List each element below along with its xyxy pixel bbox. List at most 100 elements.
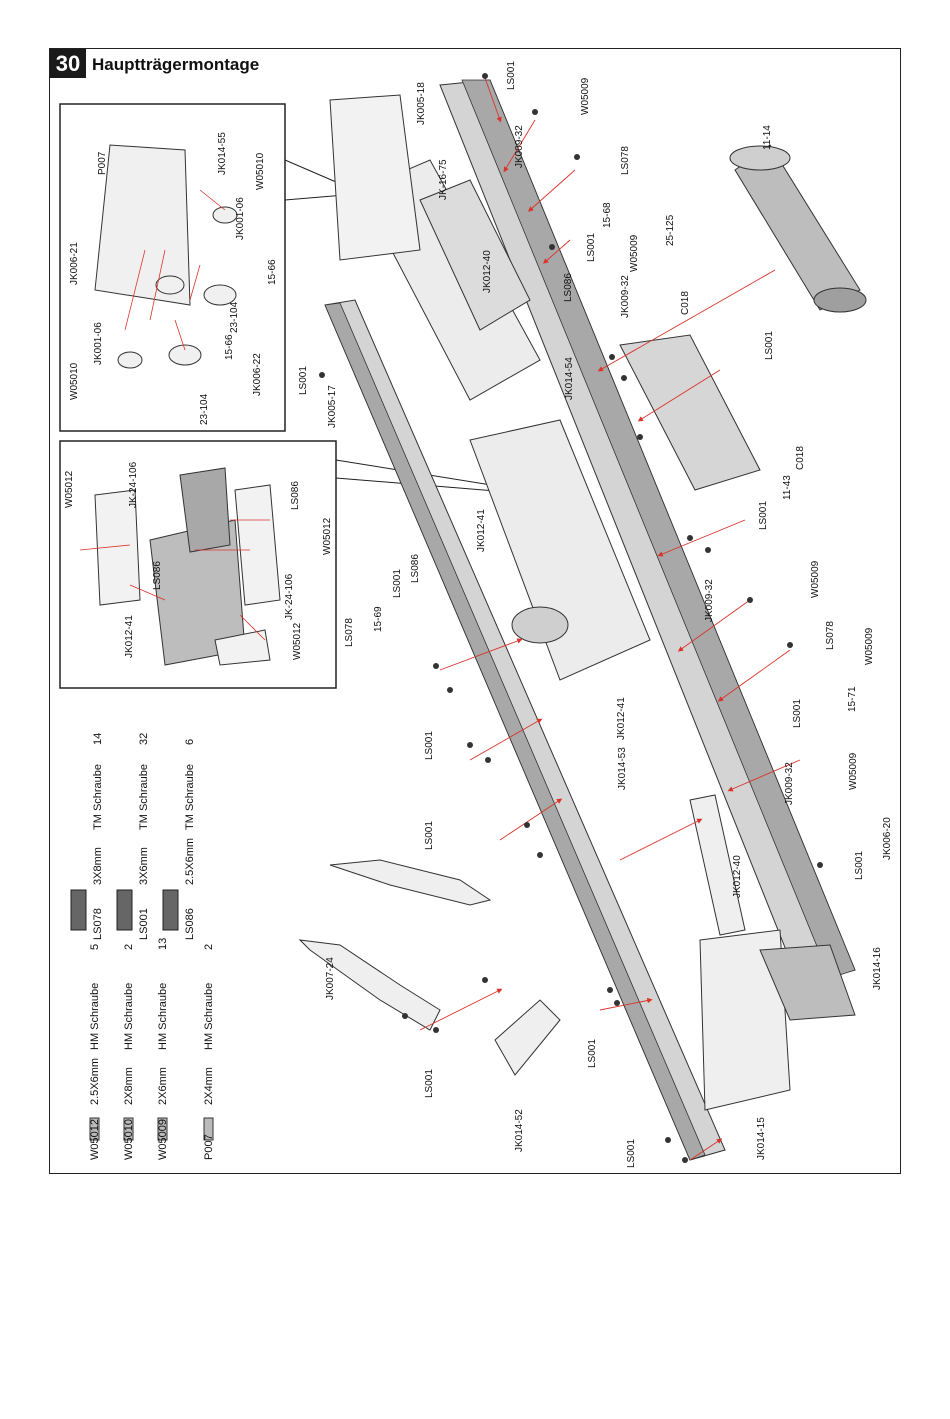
part-label: W05009	[848, 752, 859, 790]
part-label: LS001	[764, 331, 775, 360]
part-label: LS001	[792, 699, 803, 728]
part-label: LS001	[626, 1139, 637, 1168]
inset-label: W05010	[69, 362, 80, 400]
part-label: C018	[680, 291, 691, 315]
part-label: 11-43	[782, 475, 793, 500]
inset-label: 15-66	[267, 259, 278, 285]
part-label: JK012-40	[732, 855, 743, 898]
legend-type: HM Schraube	[123, 983, 135, 1050]
inset-top-bracket	[94, 144, 238, 369]
inset-label: JK006-22	[252, 353, 263, 396]
part-label: JK014-54	[564, 357, 575, 400]
part-label: JK012-41	[476, 509, 487, 552]
part-label: LS001	[506, 61, 517, 90]
part-label: LS086	[563, 273, 574, 302]
part-label: JK005-18	[416, 82, 427, 125]
part-label: JK014-53	[617, 747, 628, 790]
part-label: LS001	[298, 366, 309, 395]
part-label: JK005-17	[327, 385, 338, 428]
part-label: LS001	[392, 569, 403, 598]
legend-code: W05009	[157, 1119, 169, 1160]
inset-label: W05010	[255, 152, 266, 190]
part-label: JK012-40	[482, 250, 493, 293]
legend-qty: 6	[184, 739, 196, 745]
part-label: LS001	[424, 1069, 435, 1098]
inset-label: W05012	[322, 517, 333, 555]
main-frame-rails	[324, 79, 856, 1161]
part-label: JK009-32	[514, 125, 525, 168]
part-label: W05009	[810, 560, 821, 598]
part-label: LS086	[410, 554, 421, 583]
legend-type: HM Schraube	[203, 983, 215, 1050]
legend-code: LS078	[92, 908, 104, 940]
part-label: 25-125	[665, 214, 676, 246]
part-label: LS078	[620, 146, 631, 175]
legend-size: 2.5X6mm	[89, 1058, 101, 1105]
legend-size: 2X8mm	[123, 1067, 135, 1105]
inset-bottom-guides	[79, 519, 270, 641]
inset-label: W05012	[292, 622, 303, 660]
part-label: W05009	[580, 77, 591, 115]
part-label: JK014-15	[756, 1117, 767, 1160]
inset-label: JK001-06	[93, 322, 104, 365]
part-label: JK006-20	[882, 817, 893, 860]
step-frame	[49, 48, 901, 1174]
screw-icon	[162, 889, 179, 931]
legend-type: HM Schraube	[89, 983, 101, 1050]
inset-label: JK-24-106	[284, 573, 295, 620]
legend-qty: 13	[157, 938, 169, 950]
inset-label: LS086	[152, 561, 163, 590]
part-label: W05009	[629, 234, 640, 272]
legend-type: HM Schraube	[157, 983, 169, 1050]
screw-icon	[157, 1117, 168, 1141]
step-title: Hauptträgermontage	[92, 55, 260, 74]
part-label: JK009-32	[704, 579, 715, 622]
part-label: 15-71	[847, 686, 858, 712]
legend-size: 3X6mm	[138, 847, 150, 885]
legend-qty: 14	[92, 733, 104, 745]
part-label: LS001	[758, 501, 769, 530]
inset-label: JK012-41	[124, 615, 135, 658]
part-label: JK007-24	[325, 957, 336, 1000]
inset-label: W05012	[64, 470, 75, 508]
part-label: JK009-32	[784, 762, 795, 805]
screw-icon	[203, 1117, 214, 1141]
inset-label: JK001-06	[235, 197, 246, 240]
part-label: JK-16-75	[438, 159, 449, 200]
part-label: JK012-41	[616, 697, 627, 740]
part-label: 15-69	[373, 606, 384, 632]
part-label: LS001	[587, 1039, 598, 1068]
legend-code: LS086	[184, 908, 196, 940]
legend-type: TM Schraube	[184, 764, 196, 830]
inset-label: JK006-21	[69, 242, 80, 285]
screw-icon	[70, 889, 87, 931]
inset-label: 23-104	[229, 301, 240, 333]
inset-label: JK-24-106	[128, 461, 139, 508]
screw-icon	[116, 889, 133, 931]
part-label: LS001	[424, 821, 435, 850]
screw-icon	[123, 1117, 134, 1141]
part-label: JK014-16	[872, 947, 883, 990]
legend-code: W05010	[123, 1119, 135, 1160]
legend-code: P007	[203, 1134, 215, 1160]
inset-label: P007	[97, 151, 108, 175]
legend-qty: 2	[203, 944, 215, 950]
part-label: LS078	[344, 618, 355, 647]
part-label: C018	[795, 446, 806, 470]
inset-top-guides	[124, 189, 226, 351]
inset-label: 23-104	[199, 393, 210, 425]
inset-label: LS086	[290, 481, 301, 510]
part-label: 15-68	[602, 202, 613, 228]
part-label: LS001	[854, 851, 865, 880]
part-label: 11-14	[762, 125, 773, 150]
screw-icon	[89, 1117, 100, 1141]
assembly-guide-lines	[419, 77, 801, 1161]
